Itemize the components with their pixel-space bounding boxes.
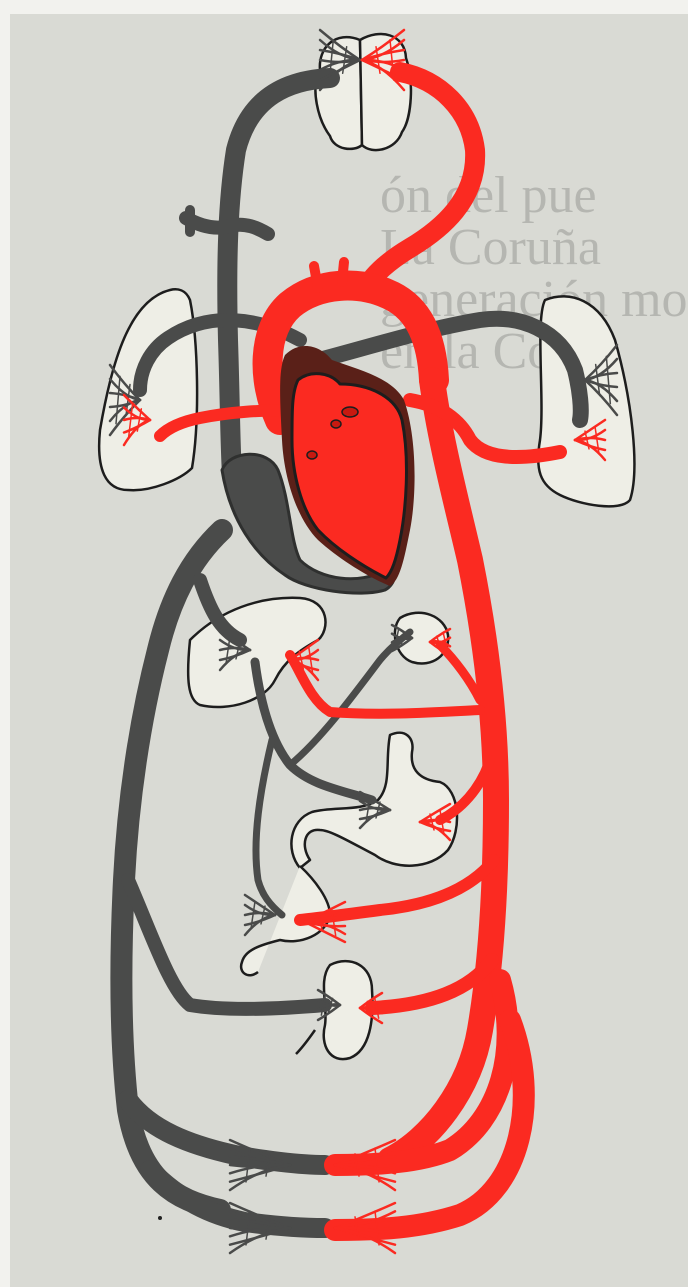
mesenteric-vein [256, 740, 282, 915]
pencil-dot [158, 1216, 162, 1220]
heart-valve-3 [307, 451, 317, 459]
subclavian-vein [186, 218, 268, 234]
heart-left-ventricle [292, 374, 406, 578]
heart-valve-2 [331, 420, 341, 428]
iliac-vein-upper [128, 1100, 325, 1165]
lung-left [99, 289, 197, 490]
ureter [296, 1030, 315, 1054]
aortic-branch-1 [314, 266, 318, 288]
heart-valve-1 [342, 407, 358, 417]
aortic-branch-2 [342, 262, 344, 282]
